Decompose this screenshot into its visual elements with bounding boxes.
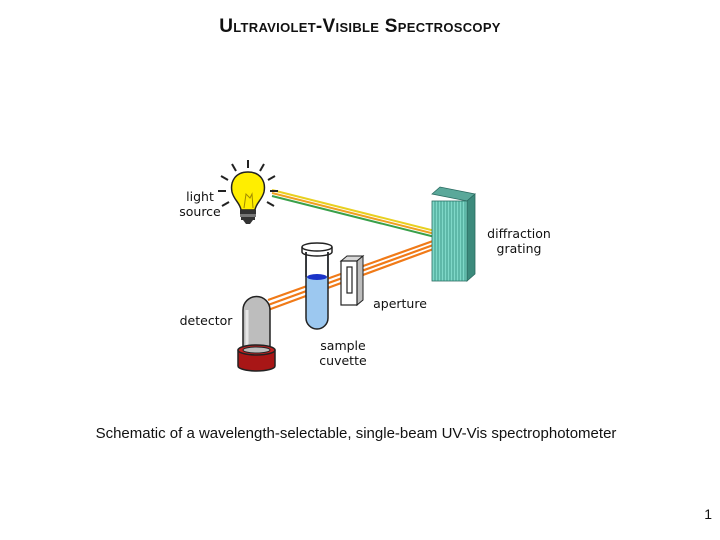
aperture-icon	[339, 254, 365, 307]
page-number: 1	[704, 506, 712, 522]
slide-title: Ultraviolet-Visible Spectroscopy	[219, 16, 501, 37]
detector-icon	[237, 295, 276, 372]
diffraction-grating-label-line1: diffraction	[487, 226, 551, 241]
sample-cuvette-label-line1: sample	[320, 338, 366, 353]
light-source-label: light source	[174, 189, 226, 219]
diffraction-grating-label-line2: grating	[496, 241, 542, 256]
figure-caption: Schematic of a wavelength-selectable, si…	[95, 425, 617, 442]
light-source-label-line2: source	[179, 204, 221, 219]
sample-cuvette-label: sample cuvette	[314, 338, 372, 368]
diffraction-grating-label: diffraction grating	[482, 226, 556, 256]
sample-cuvette-icon	[301, 242, 333, 330]
incident-beam	[271, 189, 448, 241]
light-bulb-icon	[218, 160, 278, 224]
diffraction-grating-icon	[431, 186, 476, 282]
detector-label: detector	[179, 313, 233, 328]
sample-cuvette-label-line2: cuvette	[319, 353, 367, 368]
light-source-label-line1: light	[186, 189, 214, 204]
aperture-label: aperture	[373, 296, 427, 311]
